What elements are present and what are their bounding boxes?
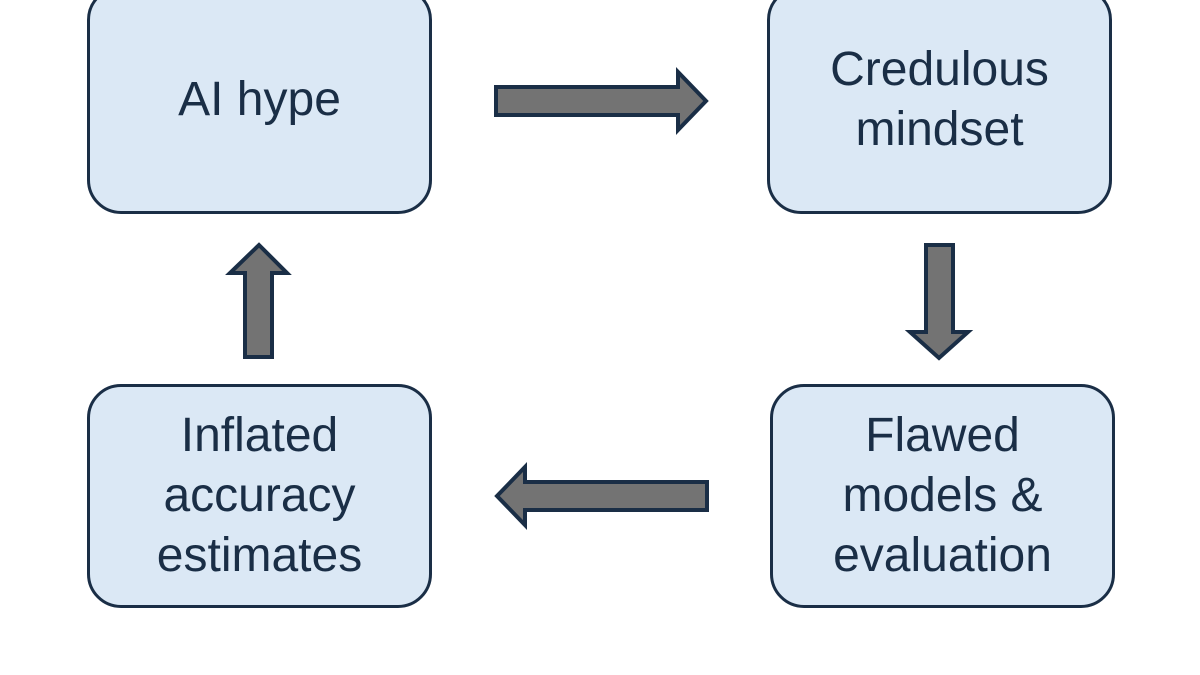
- node-label-inflated-accuracy: Inflated accuracy estimates: [156, 409, 363, 582]
- arrow-up: [225, 242, 292, 359]
- arrow-left: [494, 462, 709, 530]
- node-label-credulous-mindset: Credulous mindset: [830, 43, 1049, 156]
- node-label-ai-hype: AI hype: [178, 73, 341, 126]
- arrow-down: [904, 243, 974, 361]
- node-credulous-mindset: Credulous mindset: [767, 0, 1112, 214]
- node-inflated-accuracy: Inflated accuracy estimates: [87, 384, 432, 608]
- node-flawed-models: Flawed models & evaluation: [770, 384, 1115, 608]
- node-ai-hype: AI hype: [87, 0, 432, 214]
- arrow-right: [494, 67, 709, 135]
- node-label-flawed-models: Flawed models & evaluation: [833, 409, 1052, 582]
